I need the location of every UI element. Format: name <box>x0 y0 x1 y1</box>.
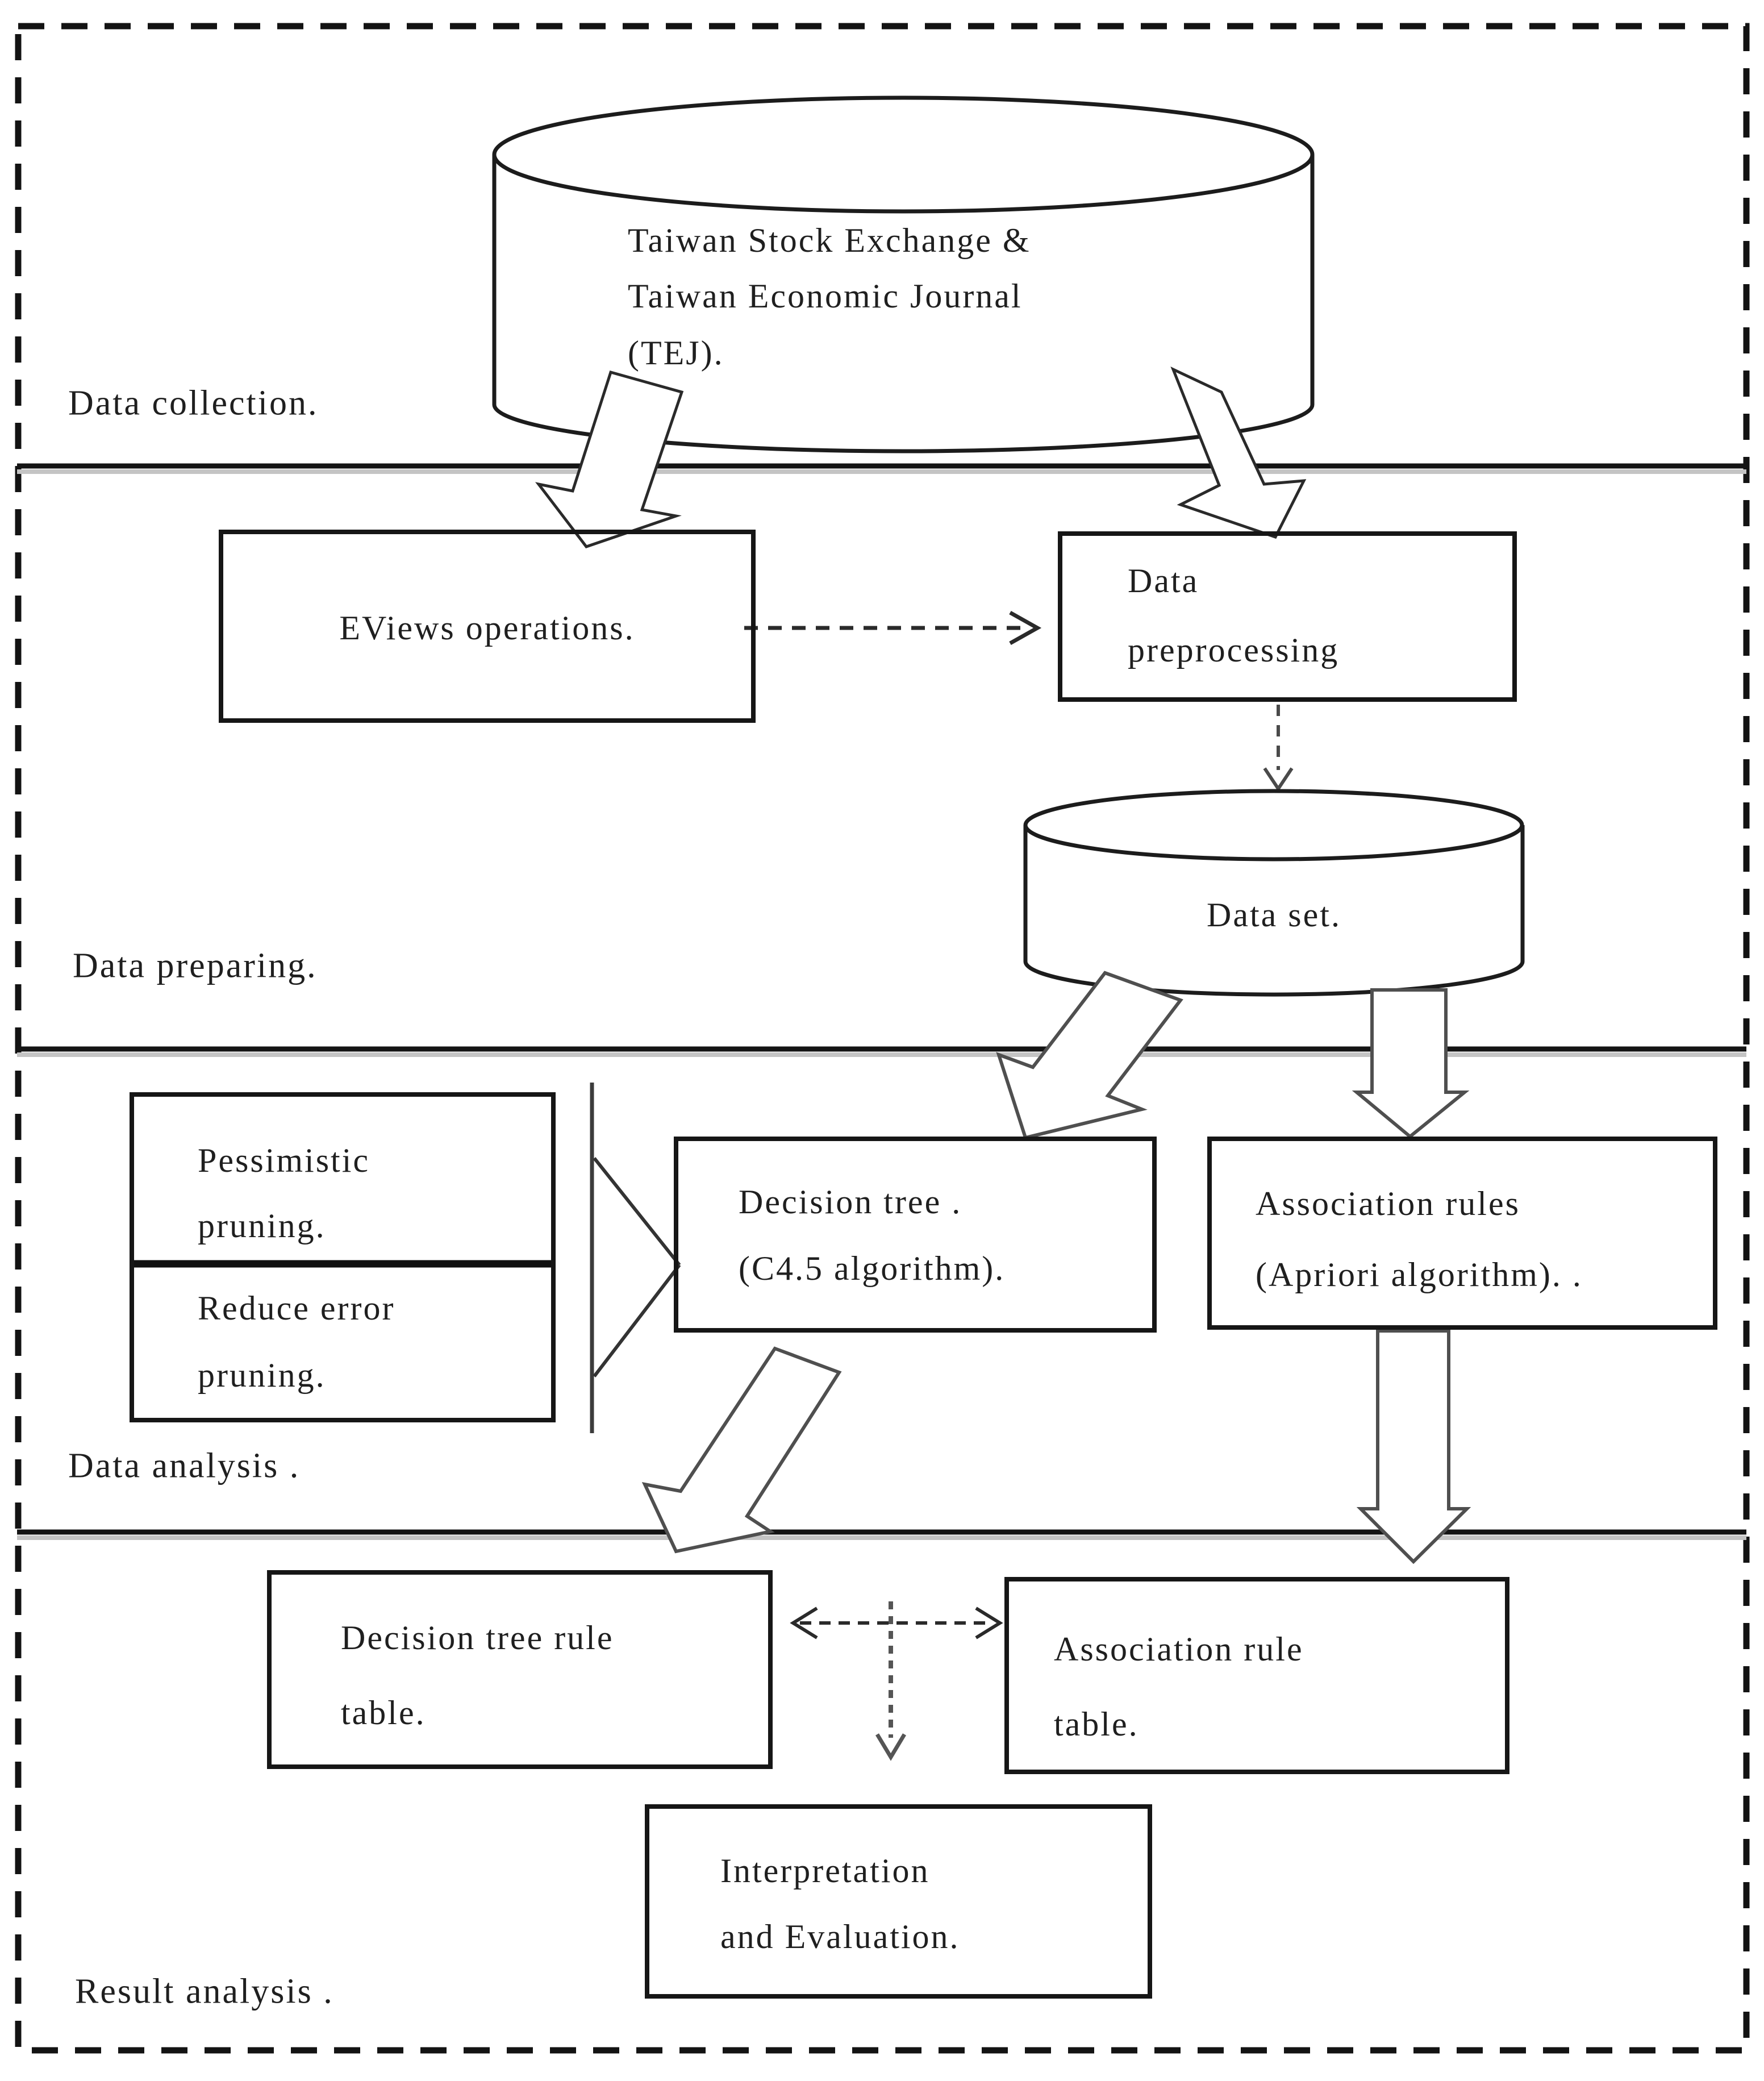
assoc-rule-table-line-1: Association rule <box>1054 1630 1304 1668</box>
section-label-data-collection: Data collection. <box>68 384 319 423</box>
tej-cylinder-top <box>492 95 1315 214</box>
interpretation-box <box>645 1804 1152 1999</box>
reduce-error-line-2: pruning. <box>198 1356 326 1394</box>
dotted-arrowhead-down-icon <box>875 1733 907 1761</box>
dashed-arrowhead-right2-icon <box>975 1606 1003 1639</box>
decision-tree-line-1: Decision tree . <box>739 1183 962 1221</box>
tej-line-1: Taiwan Stock Exchange & <box>628 222 1031 259</box>
dashed-arrowhead-right-icon <box>1009 610 1042 646</box>
arrow-association-rules-to-rule-table <box>1356 1329 1471 1564</box>
pessimistic-line-1: Pessimistic <box>198 1142 370 1179</box>
association-rules-line-1: Association rules <box>1256 1185 1520 1222</box>
dataset-cylinder-body <box>1023 825 1525 997</box>
decision-tree-line-2: (C4.5 algorithm). <box>739 1250 1006 1287</box>
preprocessing-line-1: Data <box>1128 562 1199 600</box>
dt-rule-table-line-1: Decision tree rule <box>341 1619 614 1657</box>
preprocessing-line-2: preprocessing <box>1128 631 1340 669</box>
decision-tree-box <box>674 1137 1157 1333</box>
decision-tree-rule-table-box <box>267 1570 773 1769</box>
pruning-triangle-lower-line <box>593 1264 681 1377</box>
association-rules-box <box>1207 1137 1717 1330</box>
arrow-decision-tree-to-rule-table <box>641 1346 842 1554</box>
assoc-rule-table-line-2: table. <box>1054 1705 1139 1743</box>
tej-cylinder-body <box>492 155 1315 453</box>
arrow-dataset-to-association-rules <box>1352 988 1470 1139</box>
dashed-arrowhead-down-icon <box>1263 767 1294 792</box>
arrow-dataset-to-decision-tree <box>996 971 1183 1140</box>
section-label-result-analysis: Result analysis . <box>75 1972 334 2011</box>
arrow-tej-to-preprocessing <box>1170 367 1307 539</box>
pruning-triangle-upper-line <box>593 1157 681 1266</box>
section-label-data-analysis: Data analysis . <box>68 1446 301 1485</box>
figure-dashed-border <box>15 23 1750 2054</box>
interpretation-line-1: Interpretation <box>720 1852 930 1889</box>
dashed-arrowhead-left-icon <box>790 1606 818 1639</box>
dt-rule-table-line-2: table. <box>341 1694 426 1732</box>
tej-line-2: Taiwan Economic Journal <box>628 277 1023 315</box>
pessimistic-line-2: pruning. <box>198 1207 326 1245</box>
association-rule-table-box <box>1004 1577 1509 1774</box>
eviews-label: EViews operations. <box>339 609 635 647</box>
dataset-label: Data set. <box>1207 896 1341 934</box>
tej-line-3: (TEJ). <box>628 334 724 372</box>
pruning-box <box>130 1092 556 1422</box>
eviews-box <box>219 530 756 723</box>
interpretation-line-2: and Evaluation. <box>720 1918 960 1955</box>
preprocessing-box <box>1058 531 1517 702</box>
section-label-data-preparing: Data preparing. <box>73 946 318 985</box>
reduce-error-line-1: Reduce error <box>198 1289 395 1327</box>
dataset-cylinder-top <box>1023 789 1524 861</box>
association-rules-line-2: (Apriori algorithm). . <box>1256 1256 1583 1293</box>
